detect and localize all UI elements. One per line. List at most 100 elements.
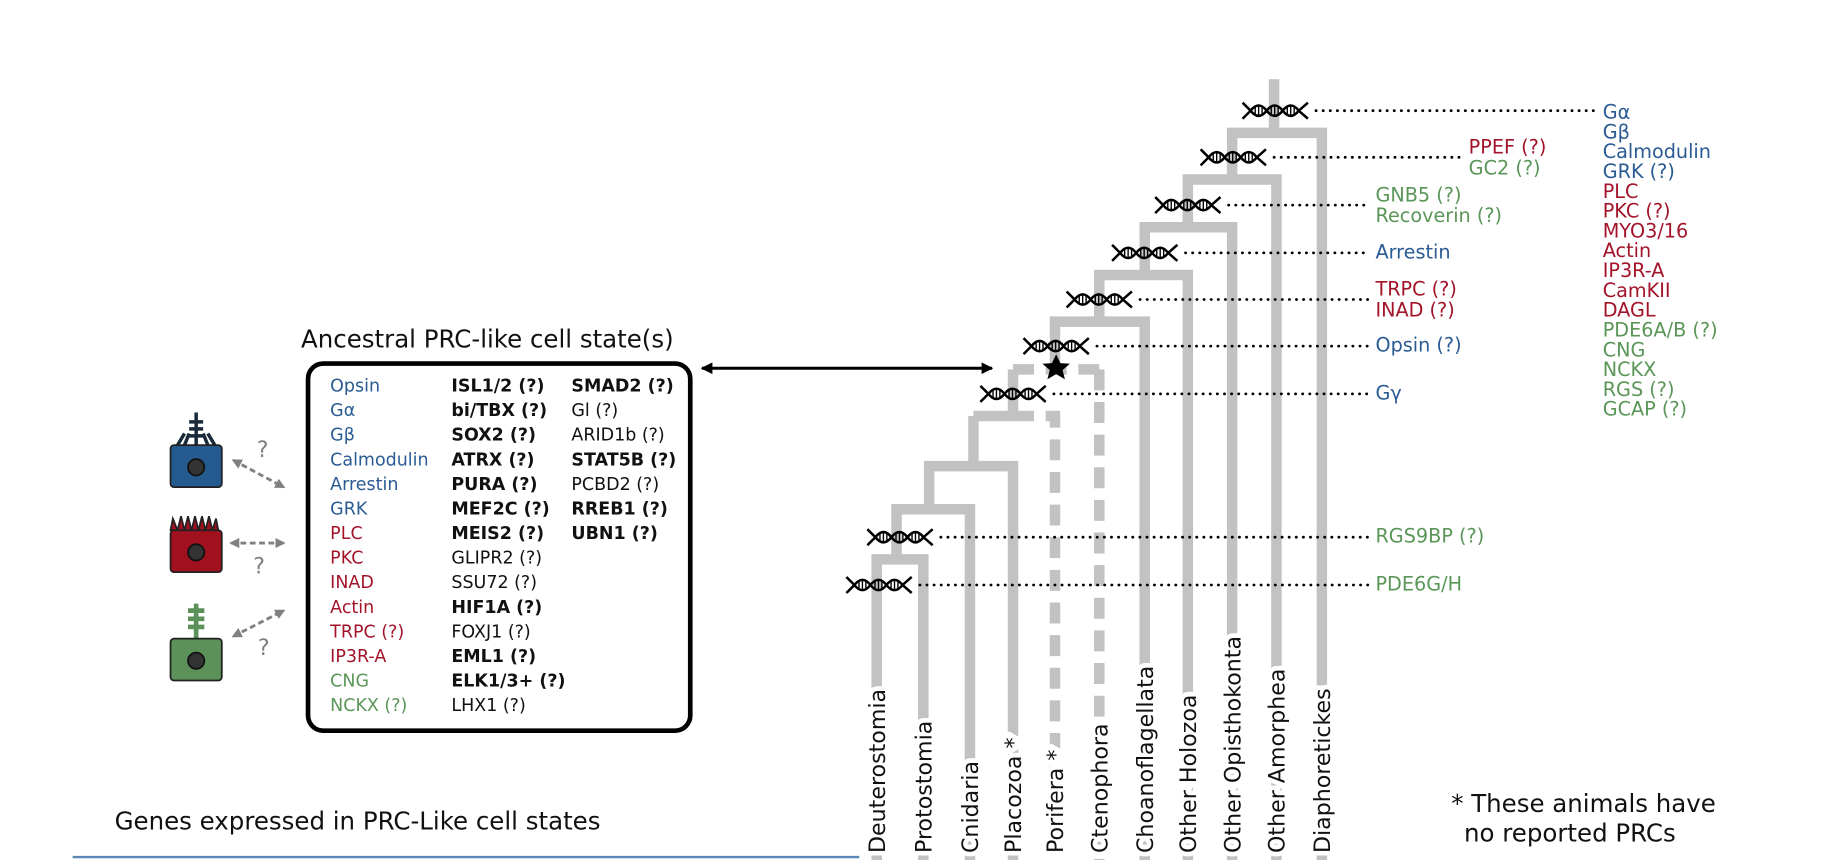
gene-label: ELK1/3+ (?) <box>451 672 565 692</box>
gene-label: Opsin <box>330 377 380 397</box>
question-mark: ? <box>253 553 265 579</box>
gene-label: ARID1b (?) <box>571 426 664 446</box>
tree-branch <box>871 554 929 860</box>
footnote-line-1: * These animals have <box>1451 789 1716 818</box>
tree-branch <box>1013 410 1061 860</box>
gene-label: Gl (?) <box>571 401 618 421</box>
gene-label: MEIS2 (?) <box>451 524 544 544</box>
taxon-label: Ctenophora <box>1087 723 1113 853</box>
gene-label: Actin <box>330 598 374 618</box>
gene-gain-label: PKC (?) <box>1603 200 1671 223</box>
gene-label: TRPC (?) <box>329 622 404 642</box>
gene-label: Gβ <box>330 426 355 446</box>
nucleus-icon <box>187 458 206 477</box>
gene-label: STAT5B (?) <box>571 450 676 470</box>
gene-gain-label: GC2 (?) <box>1469 156 1541 179</box>
gene-gain-label: GRK (?) <box>1603 160 1675 183</box>
gene-label: GRK <box>330 499 368 519</box>
gene-label: UBN1 (?) <box>571 524 657 544</box>
footnote-line-2: no reported PRCs <box>1464 818 1676 847</box>
taxon-label: Protostomia <box>911 721 937 853</box>
cilium-icon <box>176 412 217 447</box>
cilium-icon <box>188 603 205 639</box>
gene-gain-label: GCAP (?) <box>1603 398 1687 421</box>
gene-gain-label: Arrestin <box>1375 240 1450 263</box>
tree-branch <box>923 460 1019 860</box>
gene-label: Gα <box>330 401 355 421</box>
gene-label: RREB1 (?) <box>571 499 667 519</box>
taxon-label: Choanoflagellata <box>1133 666 1159 853</box>
gene-gain-label: IP3R-A <box>1603 259 1665 282</box>
dna-icon <box>1022 336 1091 356</box>
taxon-label: Diaphoretickes <box>1310 688 1336 853</box>
gene-gain-label: Gγ <box>1375 381 1401 404</box>
gene-label: LHX1 (?) <box>451 696 525 716</box>
taxon-label: Other Opisthokonta <box>1220 636 1246 853</box>
ancestral-gene-box <box>305 361 693 733</box>
gene-gain-label: Opsin (?) <box>1375 334 1461 357</box>
dna-icon <box>1241 101 1310 121</box>
taxon-label: Deuterostomia <box>865 689 891 853</box>
gene-label: GLIPR2 (?) <box>451 549 542 569</box>
gene-label: Arrestin <box>330 475 398 495</box>
dna-icon <box>979 384 1047 404</box>
gene-label: SSU72 (?) <box>451 573 537 593</box>
gene-gain-label: RGS9BP (?) <box>1375 525 1484 548</box>
gene-gain-label: INAD (?) <box>1375 299 1454 322</box>
nucleus-icon <box>187 543 206 562</box>
gene-gain-label: Gβ <box>1603 120 1630 143</box>
gene-gain-label: Recoverin (?) <box>1375 204 1502 227</box>
gene-label: PURA (?) <box>451 475 537 495</box>
gene-label: SMAD2 (?) <box>571 377 673 397</box>
gene-gain-label: PDE6G/H <box>1375 572 1462 595</box>
section-title: Genes expressed in PRC-Like cell states <box>115 807 601 836</box>
gene-label: ISL1/2 (?) <box>451 377 544 397</box>
gene-label: ATRX (?) <box>451 450 534 470</box>
gene-gain-label: NCKX <box>1603 358 1657 381</box>
gene-gain-label: PDE6A/B (?) <box>1603 318 1718 341</box>
taxon-label: Other Amorphea <box>1265 669 1291 853</box>
dna-icon <box>1110 243 1179 263</box>
photoreceptor-cell-blue: ? <box>169 412 286 489</box>
gene-gain-label: CamKII <box>1603 279 1671 302</box>
dna-icon <box>1199 148 1268 167</box>
gene-gain-label: CNG <box>1603 338 1646 361</box>
dna-icon <box>845 575 913 595</box>
microvilli-icon <box>169 515 220 534</box>
taxon-label: Other Holozoa <box>1176 695 1202 853</box>
gene-gain-label: DAGL <box>1603 299 1656 322</box>
gene-gain-label: GNB5 (?) <box>1375 183 1461 206</box>
dna-icon <box>1153 195 1222 215</box>
taxon-label: Porifera * <box>1043 750 1069 853</box>
gene-label: MEF2C (?) <box>451 499 549 519</box>
gene-label: PLC <box>330 524 362 544</box>
gene-label: Calmodulin <box>330 450 428 470</box>
star-icon <box>1042 354 1070 380</box>
gene-label: SOX2 (?) <box>451 426 536 446</box>
gene-gain-label: Gα <box>1603 101 1631 124</box>
gene-gain-label: TRPC (?) <box>1374 278 1456 301</box>
photoreceptor-cell-green: ? <box>169 603 286 682</box>
gene-gain-label: RGS (?) <box>1603 378 1675 401</box>
gene-gain-label: Calmodulin <box>1603 140 1711 163</box>
gene-label: FOXJ1 (?) <box>451 622 530 642</box>
ancestral-gene-lists: OpsinGαGβCalmodulinArrestinGRKPLCPKCINAD… <box>329 377 676 717</box>
ancestral-state-title: Ancestral PRC-like cell state(s) <box>301 324 674 353</box>
gene-gain-label: PLC <box>1603 180 1639 203</box>
dna-icon <box>866 527 934 547</box>
cell-types: ??? <box>169 412 286 682</box>
question-mark: ? <box>257 437 269 463</box>
gene-gain-label: PPEF (?) <box>1469 135 1547 158</box>
gene-label: CNG <box>330 672 369 692</box>
gene-gain-label: MYO3/16 <box>1603 219 1689 242</box>
photoreceptor-cell-red: ? <box>169 515 286 579</box>
gene-label: bi/TBX (?) <box>451 401 547 421</box>
gene-label: PCBD2 (?) <box>571 475 659 495</box>
gene-label: IP3R-A <box>330 647 386 667</box>
bidirectional-dashed-arrow <box>231 459 286 489</box>
gene-label: PKC <box>330 549 363 569</box>
dna-icon <box>1065 290 1134 309</box>
